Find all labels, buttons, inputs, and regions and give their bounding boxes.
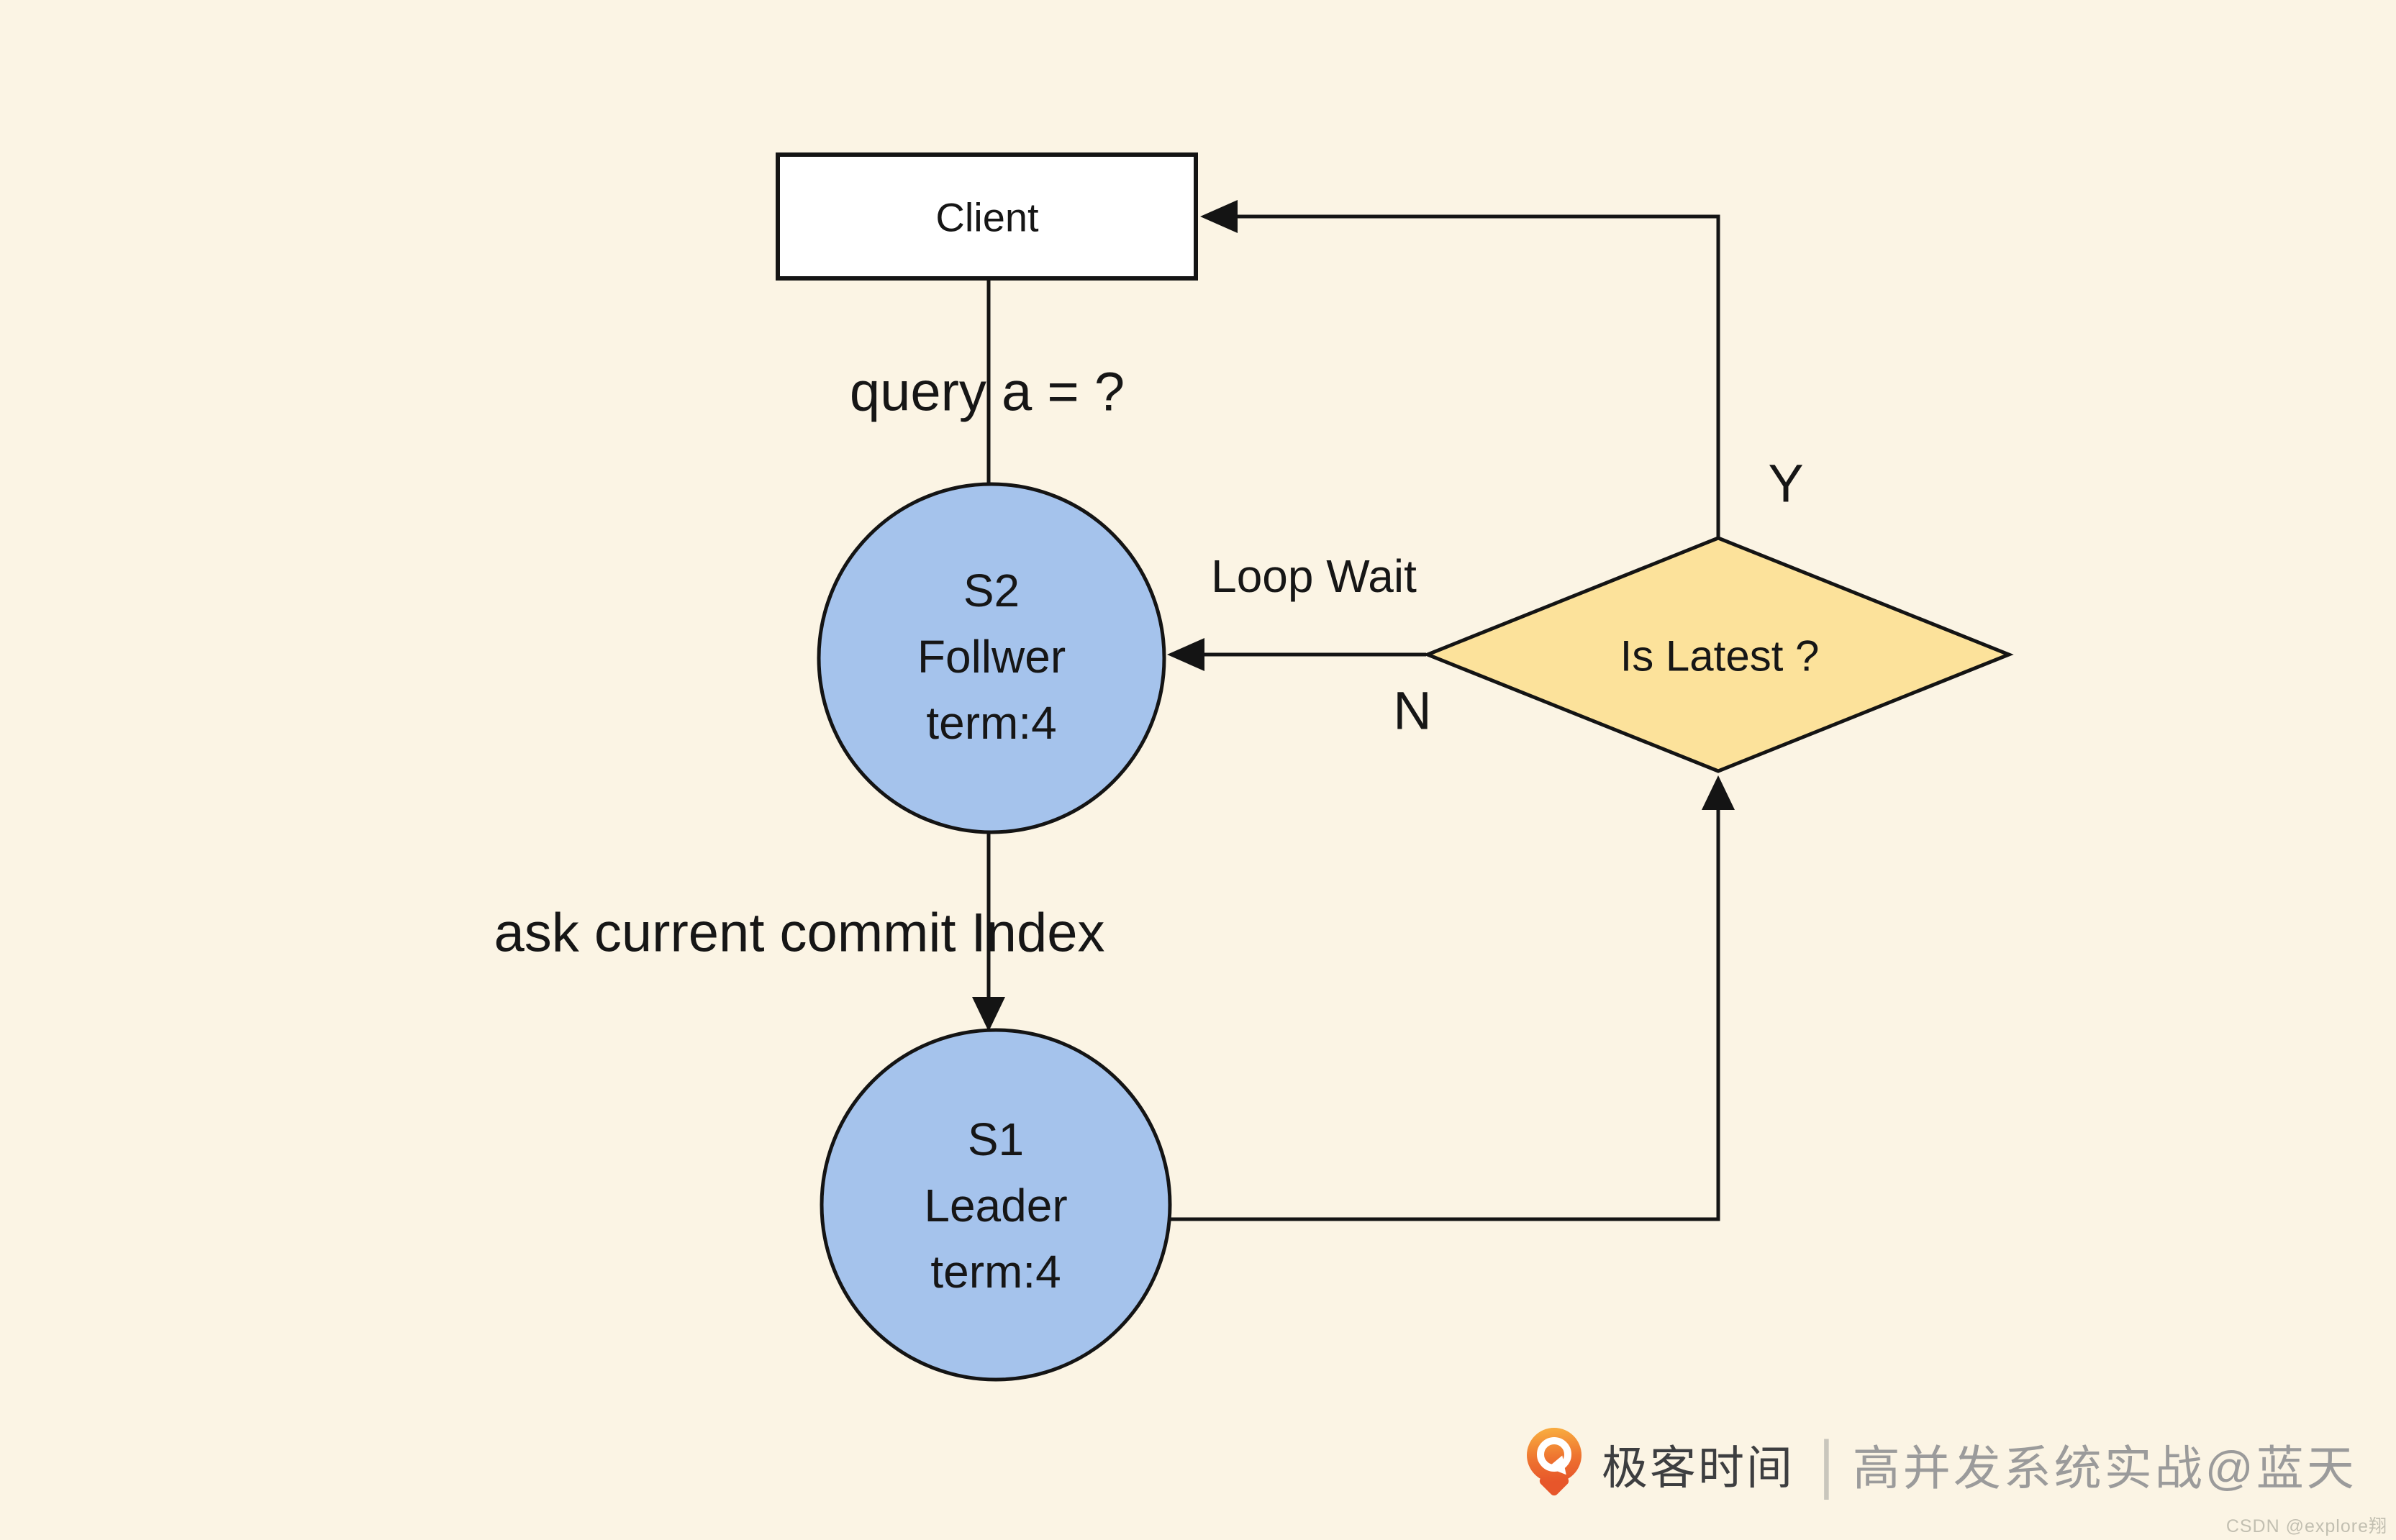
- loop-wait-label: Loop Wait: [1211, 550, 1417, 602]
- s2-follower-node: [817, 482, 1166, 834]
- client-box: [776, 152, 1198, 281]
- s1-node-term: term:4: [930, 1246, 1061, 1298]
- arrowhead-left-into-client: [1200, 200, 1238, 233]
- brand-name: 极客时间: [1602, 1442, 1794, 1494]
- csdn-watermark: CSDN @explore翔: [2225, 1516, 2387, 1536]
- s2-node-term: term:4: [926, 697, 1057, 749]
- s1-node-role: Leader: [924, 1180, 1068, 1231]
- brand-separator: |: [1819, 1428, 1834, 1500]
- client-label: Client: [935, 194, 1039, 240]
- s2-node-name: S2: [963, 565, 1020, 616]
- s2-node-label: S2 Follwer term:4: [917, 557, 1066, 756]
- query-edge-label: query a = ?: [849, 361, 1125, 423]
- arrowhead-up-into-decision: [1702, 775, 1735, 810]
- ask-commit-edge-label: ask current commit Index: [494, 902, 1105, 964]
- course-title: 高并发系统实战@蓝天: [1852, 1441, 2357, 1495]
- decision-diamond: [1422, 536, 2014, 773]
- arrowhead-left-into-s2: [1167, 638, 1204, 671]
- arrowhead-down-into-s1: [972, 997, 1005, 1031]
- edge-decision-to-client: [1235, 214, 1720, 538]
- edge-s1-to-decision: [1168, 807, 1720, 1221]
- decision-yes-label: Y: [1768, 453, 1804, 514]
- s1-leader-node: [820, 1028, 1172, 1382]
- geektime-logo-icon: [1527, 1428, 1582, 1501]
- decision-no-label: N: [1393, 680, 1432, 741]
- decision-label: Is Latest ?: [1620, 632, 1820, 680]
- s1-node-label: S1 Leader term:4: [924, 1106, 1067, 1305]
- s2-node-role: Follwer: [917, 631, 1066, 683]
- branding-bar: 极客时间 | 高并发系统实战@蓝天: [1527, 1426, 2357, 1503]
- logo-ring: [1537, 1437, 1571, 1472]
- s1-node-name: S1: [967, 1113, 1025, 1165]
